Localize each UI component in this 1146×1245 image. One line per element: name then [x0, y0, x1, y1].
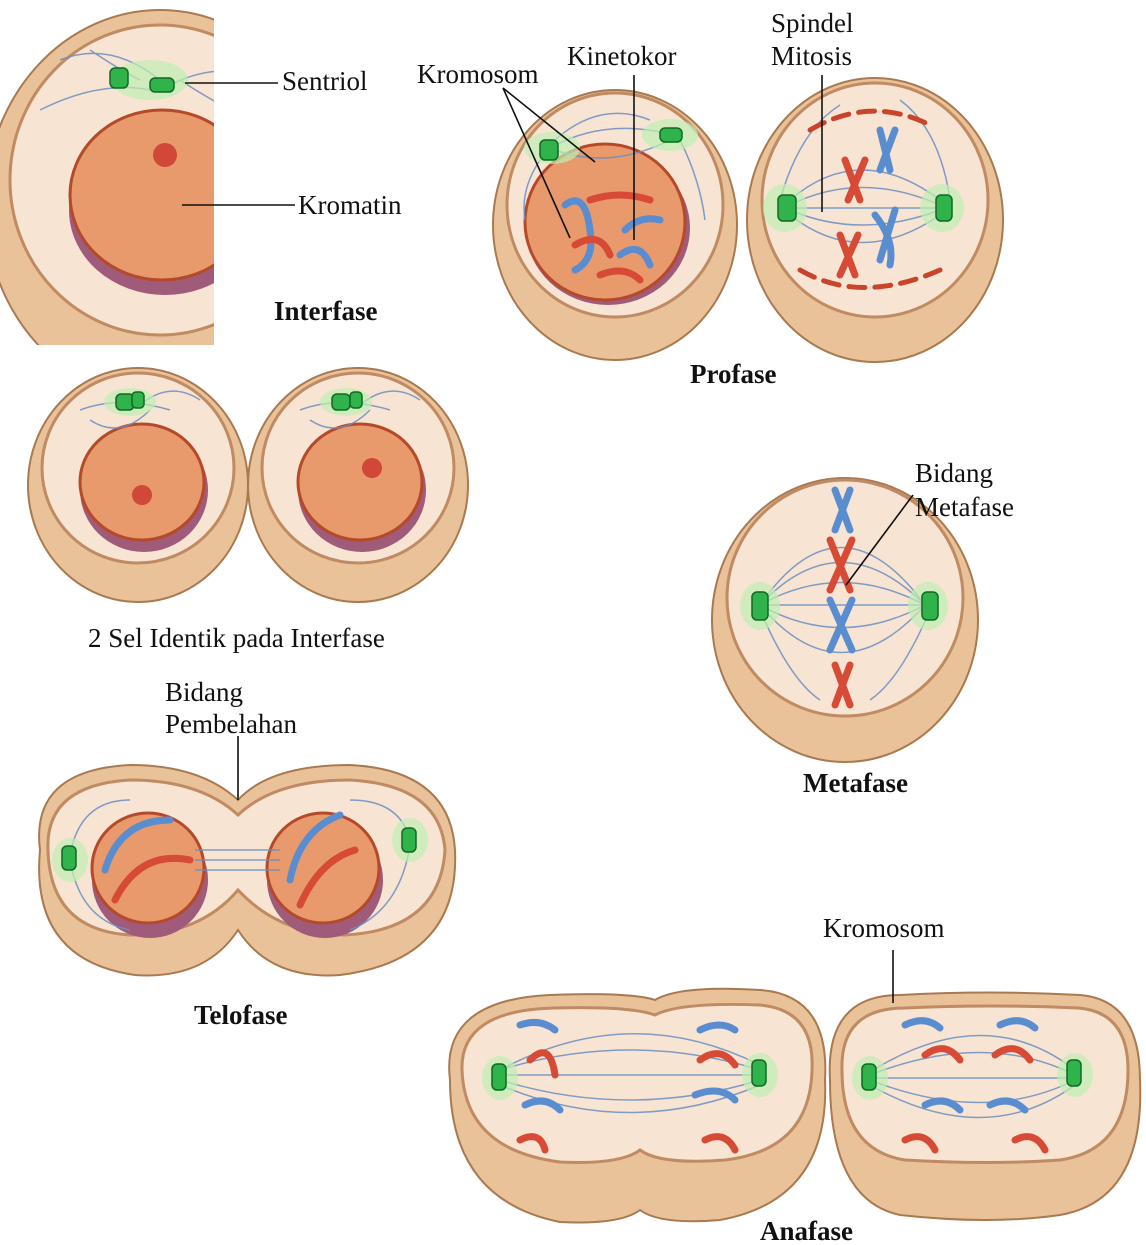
- centriole-icon: [150, 78, 174, 92]
- daughter-cell-right: [248, 368, 468, 602]
- phase-title-interfase: Interfase: [274, 295, 377, 327]
- phase-title-profase: Profase: [690, 358, 776, 390]
- phase-title-telofase: Telofase: [194, 999, 288, 1031]
- anafase-cell-left: [449, 989, 825, 1223]
- label-kromatin: Kromatin: [298, 189, 401, 221]
- label-spindel-line1: Spindel: [771, 7, 854, 39]
- profase-cell-early: [493, 90, 737, 360]
- label-bidang-metafase-line2: Metafase: [915, 491, 1014, 523]
- label-two-identical-cells: 2 Sel Identik pada Interfase: [88, 622, 385, 654]
- label-sentriol: Sentriol: [282, 65, 368, 97]
- phase-title-metafase: Metafase: [803, 767, 908, 799]
- label-bidang-pembelahan-line1: Bidang: [165, 676, 243, 708]
- label-spindel-line2: Mitosis: [771, 40, 852, 72]
- label-bidang-pembelahan-clip: Pembelahan: [160, 708, 310, 735]
- centriole-icon: [110, 68, 128, 88]
- label-bidang-pembelahan-line2: Pembelahan: [165, 708, 297, 735]
- label-bidang-metafase-line1: Bidang: [915, 457, 993, 489]
- label-kinetokor: Kinetokor: [567, 40, 676, 72]
- phase-title-anafase: Anafase: [760, 1215, 853, 1245]
- interfase-nucleus: [70, 110, 254, 280]
- label-kromosom-profase: Kromosom: [417, 58, 539, 90]
- telofase-cell: [39, 765, 455, 975]
- label-kromosom-anafase: Kromosom: [823, 912, 945, 944]
- anafase-cell-right: [830, 993, 1141, 1221]
- daughter-cell-left: [28, 368, 248, 602]
- profase-cell-late: [747, 78, 1003, 362]
